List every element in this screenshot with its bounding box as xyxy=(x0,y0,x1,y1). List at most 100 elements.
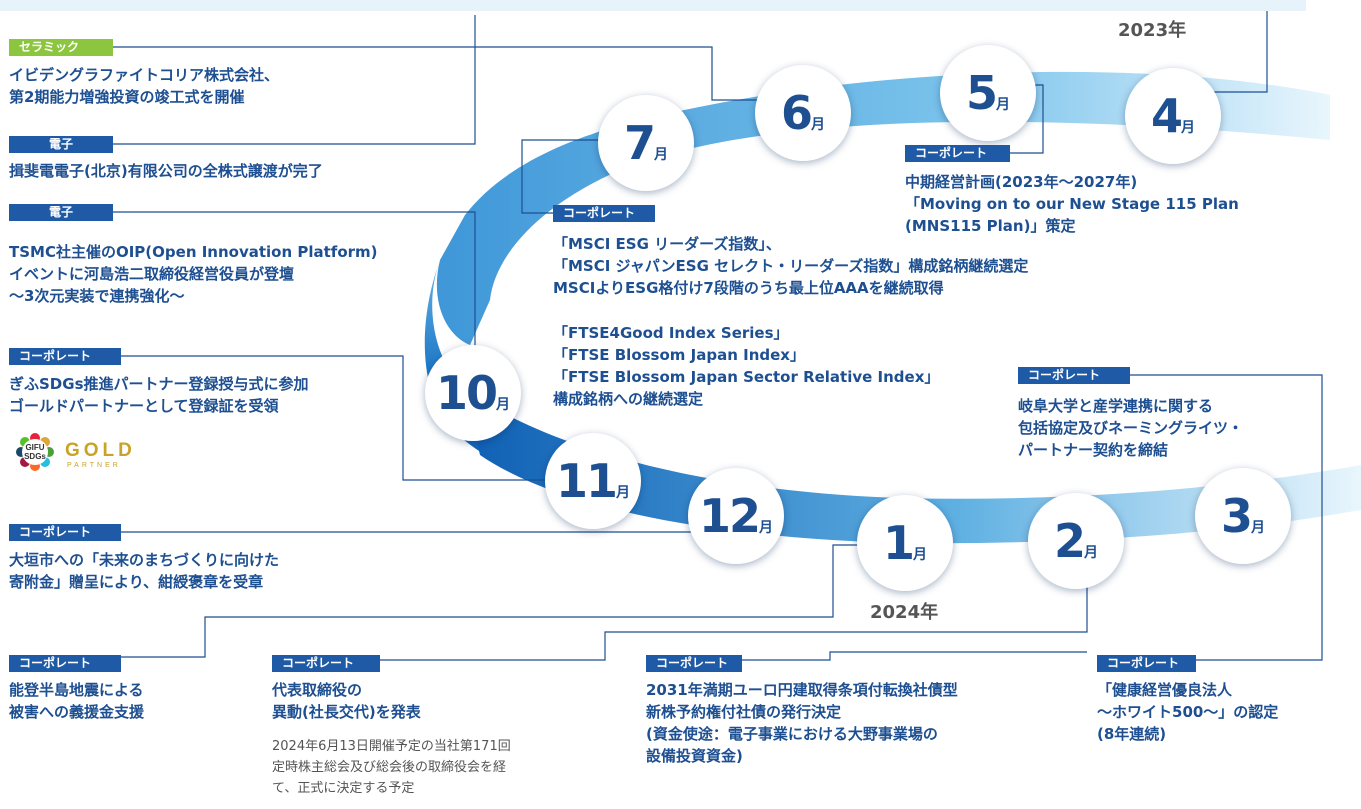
month-badge-april: 4月 xyxy=(1125,68,1221,164)
month-badge-january: 1月 xyxy=(857,495,953,591)
event-line: ～ホワイト500～」の認定 xyxy=(1097,703,1279,721)
month-number: 6 xyxy=(780,86,813,140)
month-unit: 月 xyxy=(996,97,1010,113)
tag-corporate: コーポレート xyxy=(1097,655,1196,672)
event-esg-index: 「MSCI ESG リーダーズ指数」、 「MSCI ジャパンESG セレクト・リ… xyxy=(553,233,1028,299)
tag-corporate: コーポレート xyxy=(9,655,121,672)
gifu-sdgs-gold-partner-logo: GIFU SDGs GOLD PARTNER xyxy=(16,433,136,471)
event-ibiden-graphite: イビデングラファイトコリア株式会社、 第2期能力増強投資の竣工式を開催 xyxy=(9,64,279,108)
event-line: 「MSCI ジャパンESG セレクト・リーダーズ指数」構成銘柄継続選定 xyxy=(553,257,1029,275)
line-beijing xyxy=(110,15,476,145)
logo-text-sdgs: SDGs xyxy=(24,452,46,461)
event-beijing: 揖斐電電子(北京)有限公司の全株式譲渡が完了 xyxy=(9,160,323,182)
event-ogaki-donation: 大垣市への「未来のまちづくりに向けた 寄附金」贈呈により、紺綬褒章を受章 xyxy=(9,549,279,593)
event-line: 大垣市への「未来のまちづくりに向けた xyxy=(9,551,280,569)
event-line: 構成銘柄への継続選定 xyxy=(553,390,704,408)
month-number: 11 xyxy=(555,454,618,508)
line-president xyxy=(380,570,1088,661)
line-bond xyxy=(740,651,1087,661)
logo-text-partner: PARTNER xyxy=(67,462,121,469)
event-line: イビデングラファイトコリア株式会社、 xyxy=(9,66,280,84)
note-line: 定時株主総会及び総会後の取締役会を経 xyxy=(272,760,507,775)
month-unit: 月 xyxy=(913,547,927,563)
month-unit: 月 xyxy=(616,485,630,501)
year-label-2024: 2024年 xyxy=(870,602,939,623)
event-line: 「Moving on to our New Stage 115 Plan xyxy=(905,195,1239,213)
month-unit: 月 xyxy=(496,397,510,413)
event-line: 設備投資資金) xyxy=(646,747,743,765)
event-gifu-sdgs: ぎふSDGs推進パートナー登録授与式に参加 ゴールドパートナーとして登録証を受領 xyxy=(9,373,309,417)
event-mid-term-plan: 中期経営計画(2023年～2027年) 「Moving on to our Ne… xyxy=(905,171,1239,237)
tag-corporate: コーポレート xyxy=(646,655,742,672)
month-unit: 月 xyxy=(654,147,668,163)
month-number: 3 xyxy=(1220,489,1253,543)
month-unit: 月 xyxy=(1084,545,1098,561)
event-line: (資金使途：電子事業における大野事業場の xyxy=(646,725,938,743)
month-badge-november: 11月 xyxy=(545,433,641,529)
event-president-change: 代表取締役の 異動(社長交代)を発表 xyxy=(272,679,421,723)
month-number: 10 xyxy=(435,366,498,420)
month-unit: 月 xyxy=(811,117,825,133)
event-line: 包括協定及びネーミングライツ・ xyxy=(1018,419,1244,437)
month-number: 7 xyxy=(623,116,656,170)
month-number: 5 xyxy=(965,66,998,120)
event-line: 「MSCI ESG リーダーズ指数」、 xyxy=(553,235,781,253)
line-tsmc xyxy=(110,211,476,360)
event-line: 代表取締役の xyxy=(272,681,363,699)
month-badge-july: 7月 xyxy=(598,95,694,191)
event-line: 「FTSE Blossom Japan Sector Relative Inde… xyxy=(553,368,940,386)
month-number: 1 xyxy=(882,516,915,570)
note-line: て、正式に決定する予定 xyxy=(272,781,415,796)
event-line: MSCIよりESG格付け7段階のうち最上位AAAを継続取得 xyxy=(553,279,944,297)
top-band xyxy=(0,0,1306,11)
month-badge-february: 2月 xyxy=(1028,493,1124,589)
event-line: ゴールドパートナーとして登録証を受領 xyxy=(9,397,279,415)
month-badge-may: 5月 xyxy=(940,45,1036,141)
month-unit: 月 xyxy=(1181,120,1195,136)
event-line: ～3次元実装で連携強化～ xyxy=(9,287,185,305)
month-badge-june: 6月 xyxy=(755,65,851,161)
event-line: (MNS115 Plan)」策定 xyxy=(905,217,1076,235)
event-line: 「健康経営優良法人 xyxy=(1097,681,1233,699)
event-noto-earthquake: 能登半島地震による 被害への義援金支援 xyxy=(9,679,144,723)
line-noto xyxy=(118,544,875,658)
line-ibiden-graphite xyxy=(110,46,790,101)
event-line: (8年連続) xyxy=(1097,725,1167,743)
month-badge-december: 12月 xyxy=(688,468,784,564)
tag-corporate: コーポレート xyxy=(1018,367,1130,384)
month-number: 2 xyxy=(1053,514,1086,568)
tag-corporate: コーポレート xyxy=(9,348,121,365)
tag-corporate: コーポレート xyxy=(905,145,1010,162)
line-sdgs xyxy=(118,355,572,481)
event-line: 「FTSE4Good Index Series」 xyxy=(553,324,789,342)
event-line: ぎふSDGs推進パートナー登録授与式に参加 xyxy=(9,375,309,393)
month-number: 12 xyxy=(698,489,761,543)
event-line: 岐阜大学と産学連携に関する xyxy=(1018,397,1214,415)
tag-electronics: 電子 xyxy=(9,204,113,221)
sdgs-petal-icon xyxy=(16,433,54,471)
event-line: 第2期能力増強投資の竣工式を開催 xyxy=(9,88,245,106)
tag-corporate: コーポレート xyxy=(9,524,121,541)
line-health xyxy=(1130,374,1323,661)
event-line: 能登半島地震による xyxy=(9,681,144,699)
line-2023 xyxy=(1200,0,1268,93)
tag-corporate: コーポレート xyxy=(272,655,380,672)
year-label-2023: 2023年 xyxy=(1118,20,1187,41)
event-line: 被害への義援金支援 xyxy=(9,703,145,721)
event-line: 「FTSE Blossom Japan Index」 xyxy=(553,346,805,364)
event-line: 新株予約権付社債の発行決定 xyxy=(646,703,842,721)
month-number: 4 xyxy=(1150,89,1183,143)
event-tsmc-oip: TSMC社主催のOIP(Open Innovation Platform) イベ… xyxy=(9,241,378,307)
event-line: パートナー契約を締結 xyxy=(1018,441,1169,459)
month-unit: 月 xyxy=(1251,520,1265,536)
event-health-management: 「健康経営優良法人 ～ホワイト500～」の認定 (8年連続) xyxy=(1097,679,1278,745)
event-line: 中期経営計画(2023年～2027年) xyxy=(905,173,1138,191)
logo-text-gifu: GIFU xyxy=(25,443,44,452)
event-president-change-note: 2024年6月13日開催予定の当社第171回 定時株主総会及び総会後の取締役会を… xyxy=(272,736,511,799)
month-badge-march: 3月 xyxy=(1195,468,1291,564)
logo-text-gold: GOLD xyxy=(65,440,136,461)
event-ftse-index: 「FTSE4Good Index Series」 「FTSE Blossom J… xyxy=(553,322,939,410)
event-convertible-bond: 2031年満期ユーロ円建取得条項付転換社債型 新株予約権付社債の発行決定 (資金… xyxy=(646,679,958,767)
note-line: 2024年6月13日開催予定の当社第171回 xyxy=(272,739,511,754)
month-unit: 月 xyxy=(759,520,773,536)
